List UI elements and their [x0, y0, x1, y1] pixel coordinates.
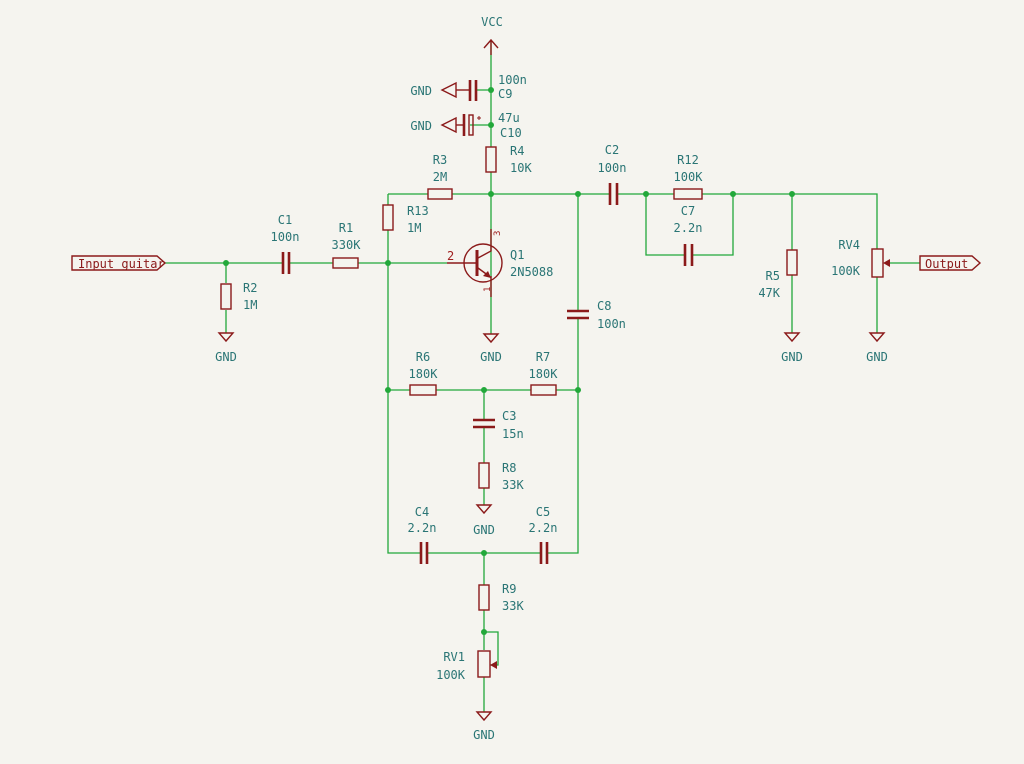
r6-value: 180K	[409, 367, 439, 381]
c1-value: 100n	[271, 230, 300, 244]
resistor-r5[interactable]: R5 47K GND	[758, 249, 803, 364]
r2-ref: R2	[243, 281, 257, 295]
gnd-label: GND	[410, 119, 432, 133]
rv4-ref: RV4	[838, 238, 860, 252]
capacitor-c10[interactable]: GND 47u C10	[410, 111, 521, 140]
r1-ref: R1	[339, 221, 353, 235]
potentiometer-rv4[interactable]: RV4 100K GND	[831, 238, 890, 364]
r3-ref: R3	[433, 153, 447, 167]
vcc-arrow-icon	[483, 38, 499, 55]
r9-ref: R9	[502, 582, 516, 596]
resistor-r9[interactable]: R9 33K	[478, 582, 524, 613]
r7-value: 180K	[529, 367, 559, 381]
resistor-r2[interactable]: R2 1M GND	[215, 281, 257, 364]
c10-ref: C10	[500, 126, 522, 140]
vcc-label: VCC	[481, 15, 503, 29]
c9-ref: C9	[498, 87, 512, 101]
rv1-ref: RV1	[443, 650, 465, 664]
gnd-icon	[868, 332, 886, 343]
q1-pin-emitter: 1	[483, 287, 493, 292]
c8-ref: C8	[597, 299, 611, 313]
r13-value: 1M	[407, 221, 421, 235]
resistor-r6[interactable]: R6 180K	[409, 350, 439, 396]
r2-value: 1M	[243, 298, 257, 312]
c3-value: 15n	[502, 427, 524, 441]
r5-ref: R5	[766, 269, 780, 283]
gnd-icon	[482, 333, 500, 344]
gnd-icon	[217, 332, 235, 343]
rv4-value: 100K	[831, 264, 861, 278]
c8-value: 100n	[597, 317, 626, 331]
resistor-r13[interactable]: R13 1M	[382, 204, 429, 235]
gnd-label: GND	[215, 350, 237, 364]
r6-ref: R6	[416, 350, 430, 364]
c5-ref: C5	[536, 505, 550, 519]
r4-value: 10K	[510, 161, 532, 175]
gnd-icon	[475, 504, 493, 515]
resistor-r12[interactable]: R12 100K	[673, 153, 704, 200]
r1-value: 330K	[332, 238, 362, 252]
q1-value: 2N5088	[510, 265, 553, 279]
gnd-label: GND	[480, 350, 502, 364]
r12-ref: R12	[677, 153, 699, 167]
gnd-label: GND	[473, 523, 495, 537]
r8-value: 33K	[502, 478, 524, 492]
gnd-label: GND	[781, 350, 803, 364]
q1-pin-base: 2	[447, 249, 454, 263]
vcc-power-symbol[interactable]: VCC	[481, 15, 503, 55]
c2-ref: C2	[605, 143, 619, 157]
output-port[interactable]: Output	[919, 255, 982, 271]
capacitor-c1[interactable]: C1 100n	[271, 213, 300, 274]
capacitor-c9[interactable]: GND 100n C9	[410, 73, 527, 101]
c9-value: 100n	[498, 73, 527, 87]
r4-ref: R4	[510, 144, 524, 158]
c4-ref: C4	[415, 505, 429, 519]
r12-value: 100K	[674, 170, 704, 184]
resistor-r8[interactable]: R8 33K GND	[473, 461, 524, 537]
resistor-r3[interactable]: R3 2M	[427, 153, 453, 200]
q1-ref: Q1	[510, 248, 524, 262]
r5-value: 47K	[758, 286, 780, 300]
capacitor-c3[interactable]: C3 15n	[473, 409, 524, 441]
resistor-r4[interactable]: R4 10K	[485, 144, 532, 175]
transistor-q1[interactable]: 2 3 1 Q1 2N5088 GND	[447, 229, 553, 364]
input-guitar-port[interactable]: Input guitar	[71, 255, 167, 271]
gnd-label: GND	[866, 350, 888, 364]
c1-ref: C1	[278, 213, 292, 227]
gnd-icon	[440, 116, 457, 134]
output-port-label: Output	[925, 257, 968, 271]
junctions	[223, 87, 795, 635]
gnd-label: GND	[410, 84, 432, 98]
input-port-label: Input guitar	[78, 257, 165, 271]
r3-value: 2M	[433, 170, 447, 184]
rv1-value: 100K	[436, 668, 466, 682]
potentiometer-rv1[interactable]: RV1 100K GND	[436, 650, 497, 742]
r7-ref: R7	[536, 350, 550, 364]
c3-ref: C3	[502, 409, 516, 423]
gnd-icon	[440, 81, 457, 99]
c2-value: 100n	[598, 161, 627, 175]
r8-ref: R8	[502, 461, 516, 475]
c7-ref: C7	[681, 204, 695, 218]
capacitor-c8[interactable]: C8 100n	[567, 299, 626, 331]
q1-pin-collector: 3	[493, 231, 503, 236]
capacitor-c2[interactable]: C2 100n	[598, 143, 627, 205]
r13-ref: R13	[407, 204, 429, 218]
c7-value: 2.2n	[674, 221, 703, 235]
c4-value: 2.2n	[408, 521, 437, 535]
gnd-label: GND	[473, 728, 495, 742]
r9-value: 33K	[502, 599, 524, 613]
capacitor-c4[interactable]: C4 2.2n	[408, 505, 437, 564]
gnd-icon	[475, 711, 493, 722]
capacitor-c5[interactable]: C5 2.2n	[529, 505, 558, 564]
c10-value: 47u	[498, 111, 520, 125]
c5-value: 2.2n	[529, 521, 558, 535]
resistor-r7[interactable]: R7 180K	[529, 350, 559, 396]
gnd-icon	[783, 332, 801, 343]
resistor-r1[interactable]: R1 330K	[332, 221, 362, 269]
capacitor-c7[interactable]: C7 2.2n	[674, 204, 703, 266]
